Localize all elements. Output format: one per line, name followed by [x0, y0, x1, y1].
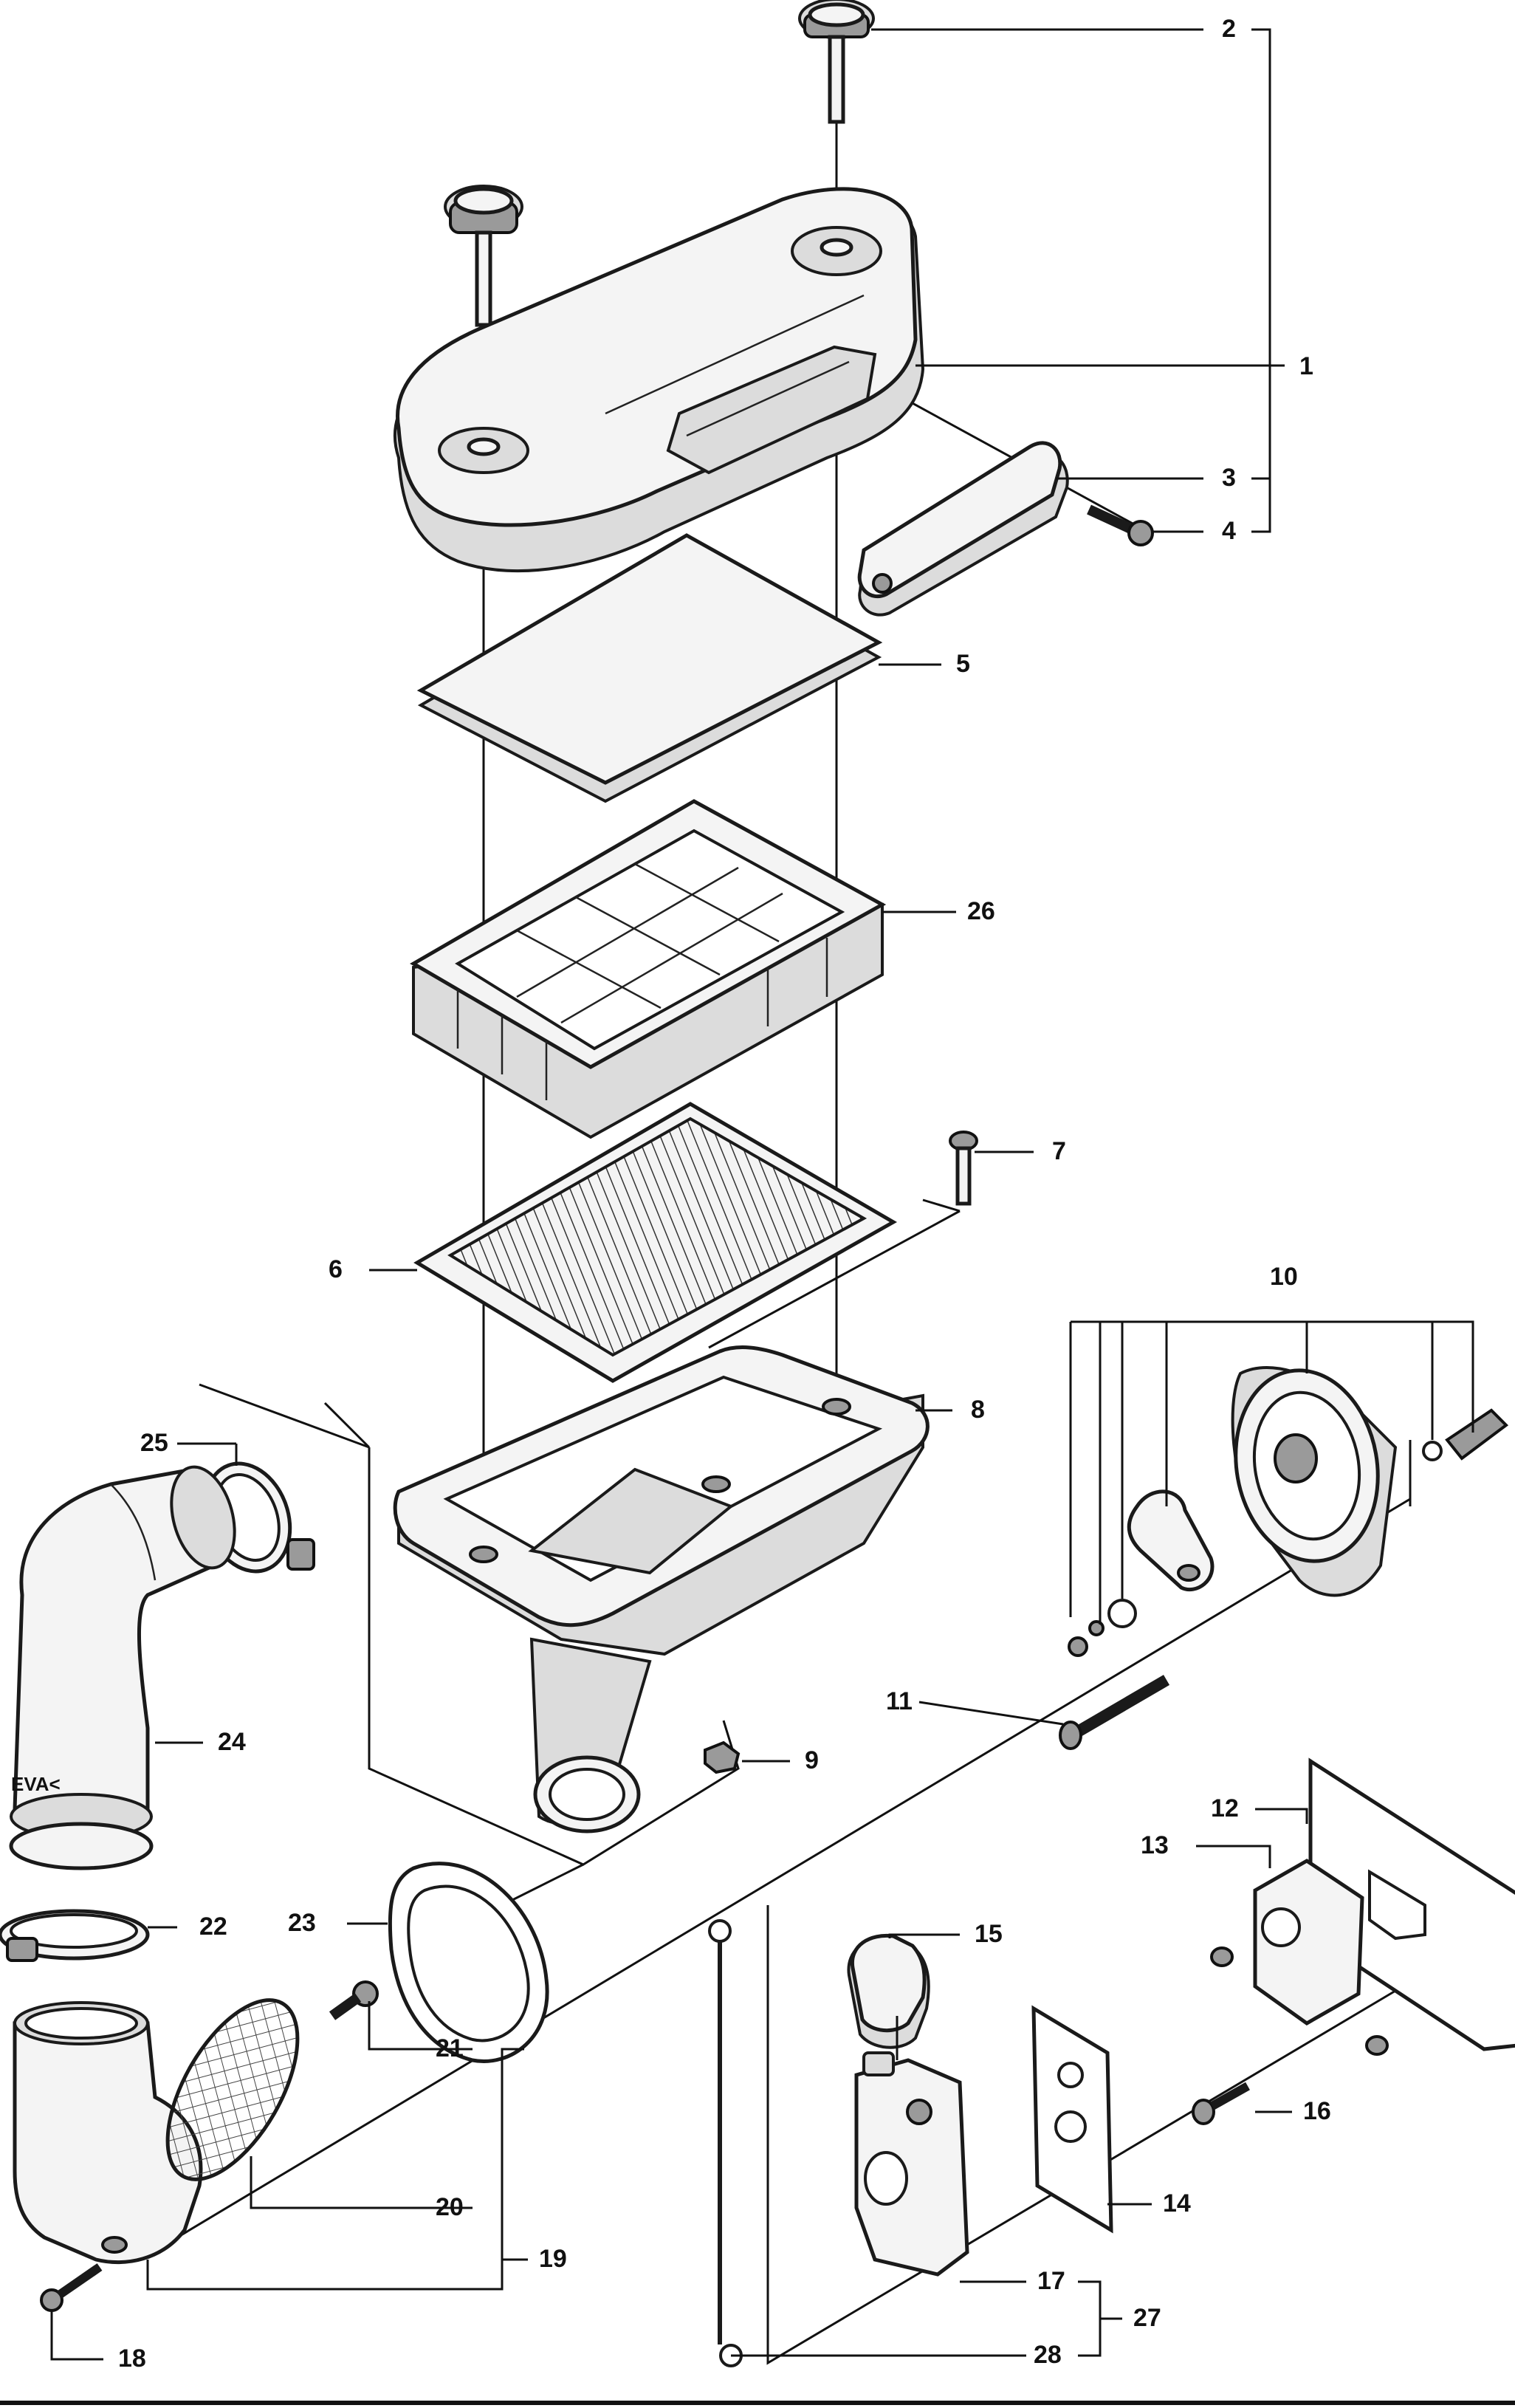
callout-14: 14 — [1163, 2189, 1191, 2217]
hose-marking: EVA< — [11, 1773, 61, 1795]
callout-16: 16 — [1303, 2097, 1331, 2125]
callout-labels: 1 2 3 4 5 6 7 8 9 10 11 12 13 14 15 16 1… — [118, 15, 1331, 2373]
screw-21 — [329, 1980, 379, 2020]
filter-housing-base-8 — [393, 1345, 930, 1834]
pleated-filter-6 — [413, 1102, 898, 1383]
knob-screw-2b — [444, 185, 523, 327]
handle-3 — [857, 441, 1069, 617]
callout-23: 23 — [288, 1909, 316, 1937]
callout-11: 11 — [886, 1687, 913, 1715]
callout-10: 10 — [1270, 1263, 1298, 1291]
prefilter-pad-5 — [416, 533, 883, 803]
callout-22: 22 — [199, 1913, 227, 1941]
callout-18: 18 — [118, 2344, 146, 2373]
callout-1: 1 — [1299, 352, 1313, 380]
callout-27: 27 — [1133, 2304, 1161, 2332]
cover-assembly-10 — [1068, 1366, 1509, 1657]
callout-5: 5 — [956, 650, 970, 678]
filter-frame-26 — [410, 799, 887, 1139]
callout-6: 6 — [329, 1255, 343, 1283]
callout-8: 8 — [971, 1396, 985, 1424]
long-bolt-11 — [1059, 1675, 1170, 1750]
callout-26: 26 — [967, 897, 995, 925]
callout-24: 24 — [218, 1728, 246, 1756]
air-filter-cover — [394, 187, 925, 573]
mesh-screen-20 — [165, 1998, 300, 2181]
bolt-4 — [1087, 504, 1154, 546]
elbow-hose-24: EVA< — [9, 1465, 236, 1870]
callout-15: 15 — [975, 1920, 1003, 1948]
callout-13: 13 — [1141, 1831, 1169, 1859]
primer-cap-15 — [847, 1933, 930, 2049]
screw-7 — [949, 1131, 978, 1206]
callout-3: 3 — [1222, 464, 1236, 492]
callout-20: 20 — [436, 2193, 464, 2221]
callout-9: 9 — [805, 1746, 819, 1774]
callout-28: 28 — [1034, 2341, 1062, 2369]
knob-screw-2 — [798, 0, 875, 124]
callout-17: 17 — [1037, 2267, 1065, 2295]
callout-25: 25 — [140, 1429, 168, 1457]
screw-16 — [1192, 2082, 1250, 2125]
adapter-elbow-19 — [13, 2001, 203, 2265]
fuel-line-28 — [708, 1919, 743, 2367]
callout-12: 12 — [1211, 1794, 1239, 1822]
callout-19: 19 — [539, 2245, 567, 2273]
screw-18 — [40, 2263, 103, 2312]
leader-lines — [50, 28, 1474, 2361]
callout-4: 4 — [1222, 517, 1236, 545]
callout-2: 2 — [1222, 15, 1236, 43]
callout-21: 21 — [436, 2034, 464, 2062]
gasket-23 — [388, 1862, 549, 2063]
carburetor-17 — [854, 2051, 969, 2277]
callout-7: 7 — [1052, 1137, 1066, 1165]
hose-clamp-22 — [0, 1909, 150, 1962]
insulator-block-13 — [1210, 1859, 1389, 2056]
nut-9 — [704, 1740, 741, 1774]
gasket-plate-12 — [1308, 1757, 1515, 2051]
gasket-14 — [1031, 2005, 1113, 2234]
